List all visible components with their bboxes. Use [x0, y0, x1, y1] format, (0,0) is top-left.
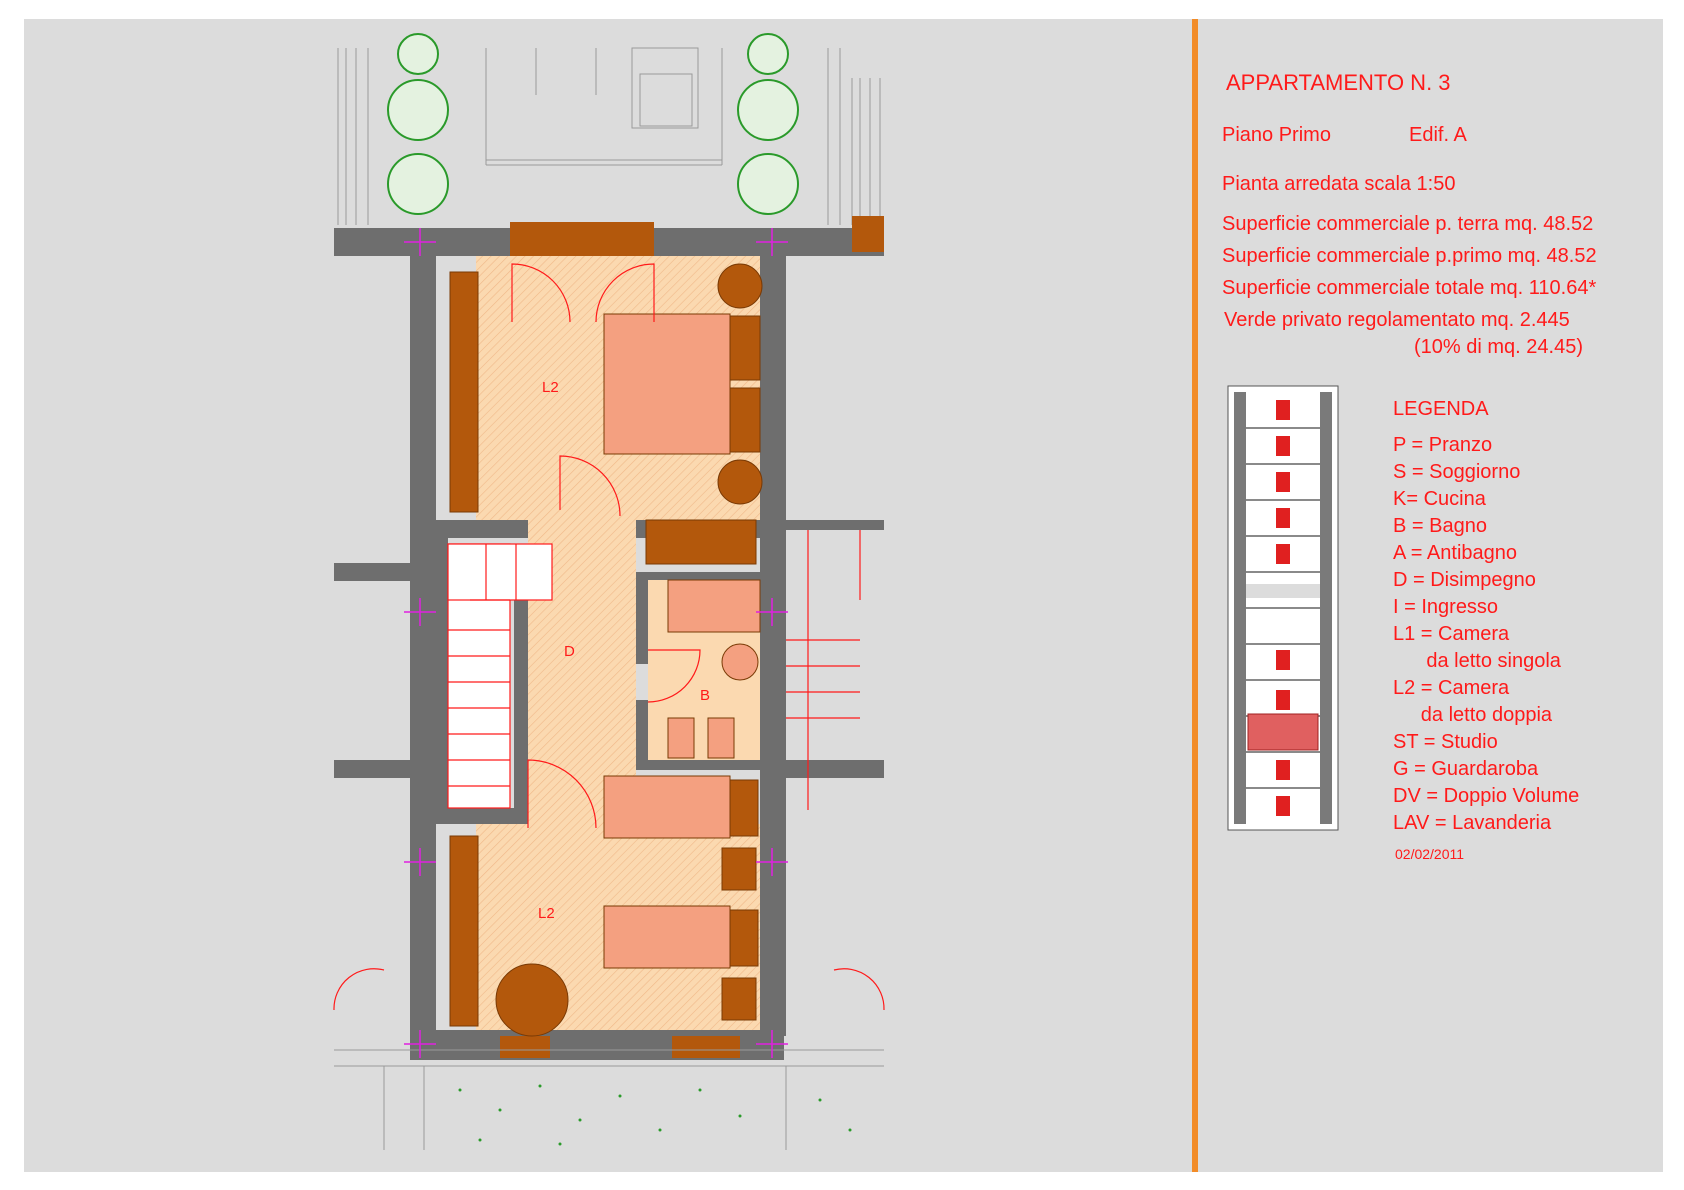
door-swings	[333, 263, 885, 1011]
room-label-bathroom: B	[700, 687, 710, 704]
room-label-corridor: D	[564, 643, 575, 660]
legend-item: P = Pranzo	[1393, 434, 1493, 456]
drawing-sheet	[24, 19, 1663, 1172]
key-plan-thumbnail	[1227, 385, 1339, 831]
legend-item: L2 = Camera	[1393, 677, 1510, 699]
surface-total: Superficie commerciale totale mq. 110.64…	[1222, 277, 1597, 299]
bed-icons	[495, 263, 763, 1037]
title-block-divider	[1192, 19, 1198, 1172]
private-green-note: (10% di mq. 24.45)	[1414, 336, 1583, 358]
legend-item: G = Guardaroba	[1393, 758, 1539, 780]
legend-item: I = Ingresso	[1393, 596, 1499, 618]
room-label-bottom-bedroom: L2	[538, 905, 555, 922]
legend-item: da letto doppia	[1393, 704, 1553, 726]
legend-item: A = Antibagno	[1393, 542, 1518, 564]
vegetation-dots	[458, 1084, 852, 1146]
legend-title: LEGENDA	[1393, 398, 1489, 420]
wardrobe-icons	[449, 271, 757, 1027]
legend-item: L1 = Camera	[1393, 623, 1510, 645]
legend-item: da letto singola	[1393, 650, 1561, 672]
legend-item: DV = Doppio Volume	[1393, 785, 1580, 807]
legend-item: ST = Studio	[1393, 731, 1498, 753]
terrace-top	[337, 47, 881, 225]
surface-ground-floor: Superficie commerciale p. terra mq. 48.5…	[1222, 213, 1594, 235]
surface-first-floor: Superficie commerciale p.primo mq. 48.52	[1222, 245, 1597, 267]
legend-item: D = Disimpegno	[1393, 569, 1536, 591]
room-label-top-bedroom: L2	[542, 379, 559, 396]
scale-note: Pianta arredata scala 1:50	[1222, 173, 1456, 195]
shrub-icons	[387, 33, 799, 215]
drawing-date: 02/02/2011	[1395, 846, 1465, 862]
legend-item: LAV = Lavanderia	[1393, 812, 1552, 834]
building-label: Edif. A	[1409, 124, 1467, 146]
window-frames	[500, 216, 884, 1058]
legend-item: K= Cucina	[1393, 488, 1486, 510]
garden-bottom	[334, 1049, 884, 1150]
legend-item: S = Soggiorno	[1393, 461, 1521, 483]
floor-label: Piano Primo	[1222, 124, 1331, 146]
apartment-title: APPARTAMENTO N. 3	[1226, 70, 1451, 95]
column-markers	[404, 228, 788, 1058]
legend-list: P = Pranzo S = Soggiorno K= Cucina B = Bagn…	[1393, 432, 1579, 837]
private-green: Verde privato regolamentato mq. 2.445	[1224, 309, 1570, 331]
stairs	[447, 530, 861, 810]
legend-item: B = Bagno	[1393, 515, 1487, 537]
bathroom-fixtures	[667, 579, 761, 759]
